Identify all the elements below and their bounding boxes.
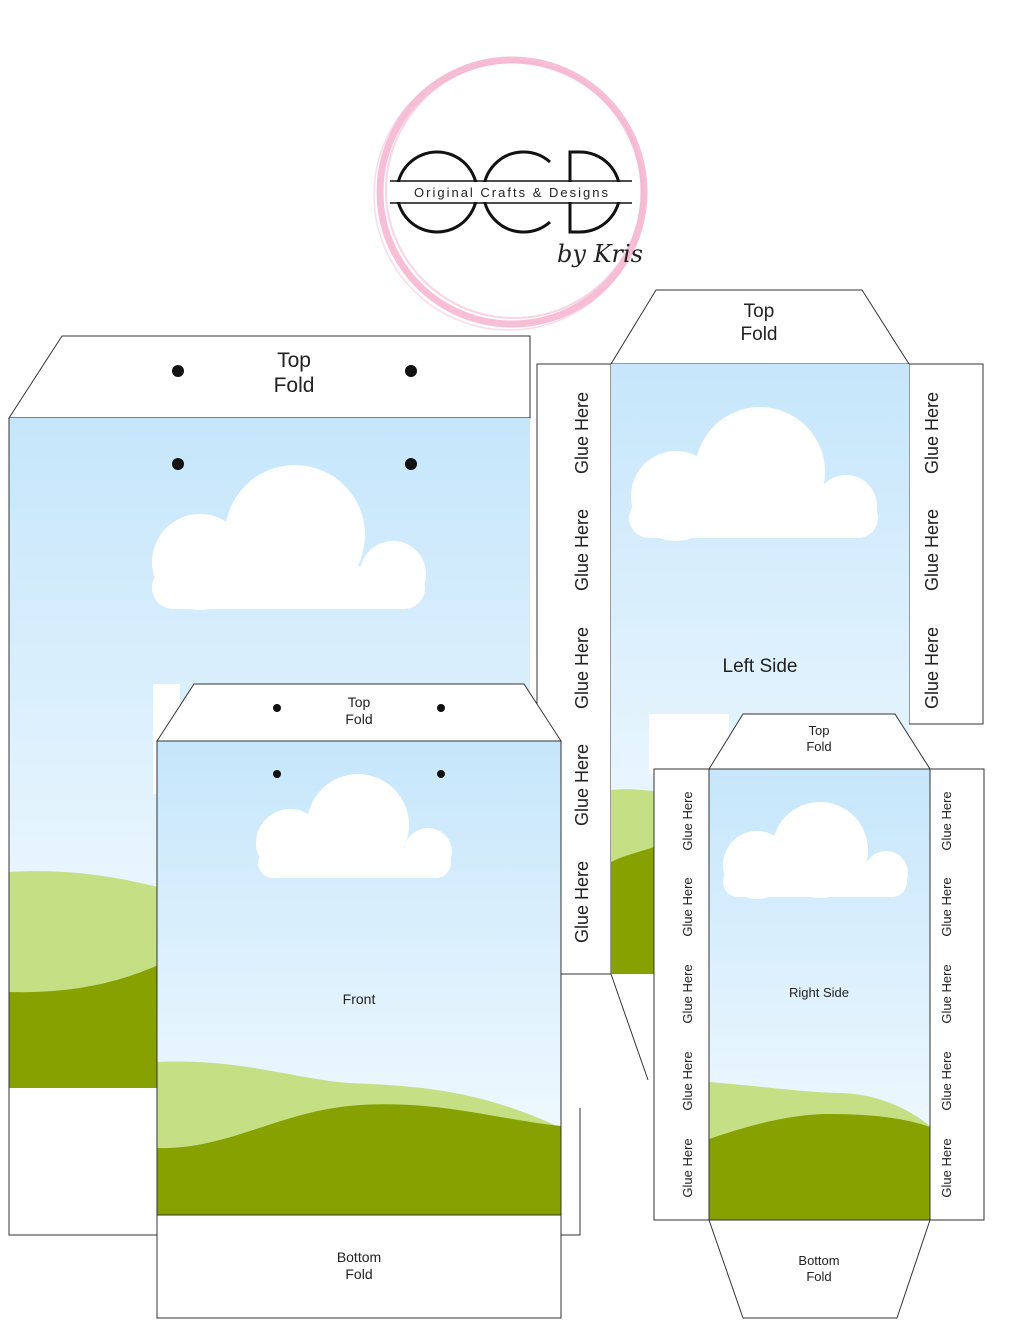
right-side-glue-right-1: Glue Here [939, 791, 954, 851]
front-top-fold-label: Top Fold [345, 694, 373, 727]
front-bottom-fold-label: Bottom Fold [336, 1249, 382, 1282]
right-side-glue-right-5: Glue Here [939, 1138, 954, 1198]
left-side-glue-strip-right [908, 363, 984, 725]
left-side-glue-strip-left [536, 363, 612, 975]
right-side-glue-strip-left [653, 768, 710, 1221]
front-bottom-fold [156, 1214, 562, 1319]
cloud [629, 407, 878, 541]
large-top-fold-label: Top Fold [273, 349, 315, 398]
right-side-glue-left-5: Glue Here [680, 1138, 695, 1198]
right-side-glue-right-2: Glue Here [939, 877, 954, 937]
right-side-glue-left-2: Glue Here [680, 877, 695, 937]
left-side-top-fold-label: Top Fold [740, 301, 778, 345]
left-side-glue-right-2: Glue Here [922, 508, 942, 592]
left-side-glue-left-2: Glue Here [572, 508, 592, 592]
logo-tagline: Original Crafts & Designs [414, 185, 610, 200]
logo-ring [373, 56, 648, 331]
front-hill-dark [157, 1104, 561, 1215]
left-side-glue-right-1: Glue Here [922, 391, 942, 475]
left-side-glue-right-3: Glue Here [922, 626, 942, 710]
right-side-panel [649, 713, 985, 1319]
left-side-glue-left-3: Glue Here [572, 626, 592, 710]
right-side-top-fold-label: Top Fold [806, 723, 832, 754]
right-side-label: Right Side [789, 985, 849, 1000]
ocd-logo: Original Crafts & Designs by Kris [373, 56, 648, 331]
cloud [256, 774, 452, 878]
right-side-glue-left-3: Glue Here [680, 964, 695, 1024]
right-side-glue-right-4: Glue Here [939, 1051, 954, 1111]
right-side-glue-right-3: Glue Here [939, 964, 954, 1024]
right-side-glue-left-1: Glue Here [680, 791, 695, 851]
front-panel [153, 683, 562, 1319]
punch-holes [273, 704, 445, 778]
left-side-glue-left-1: Glue Here [572, 391, 592, 475]
right-side-glue-strip-right [929, 768, 985, 1221]
cloud [723, 802, 908, 899]
front-label: Front [342, 991, 376, 1007]
punch-holes [172, 365, 417, 470]
right-side-glue-left-4: Glue Here [680, 1051, 695, 1111]
logo-signature: by Kris [557, 240, 643, 268]
cloud [152, 465, 426, 610]
left-side-glue-left-4: Glue Here [572, 743, 592, 827]
left-side-glue-left-5: Glue Here [572, 860, 592, 944]
right-side-bottom-fold-label: Bottom Fold [798, 1253, 840, 1284]
left-side-label: Left Side [722, 656, 798, 677]
